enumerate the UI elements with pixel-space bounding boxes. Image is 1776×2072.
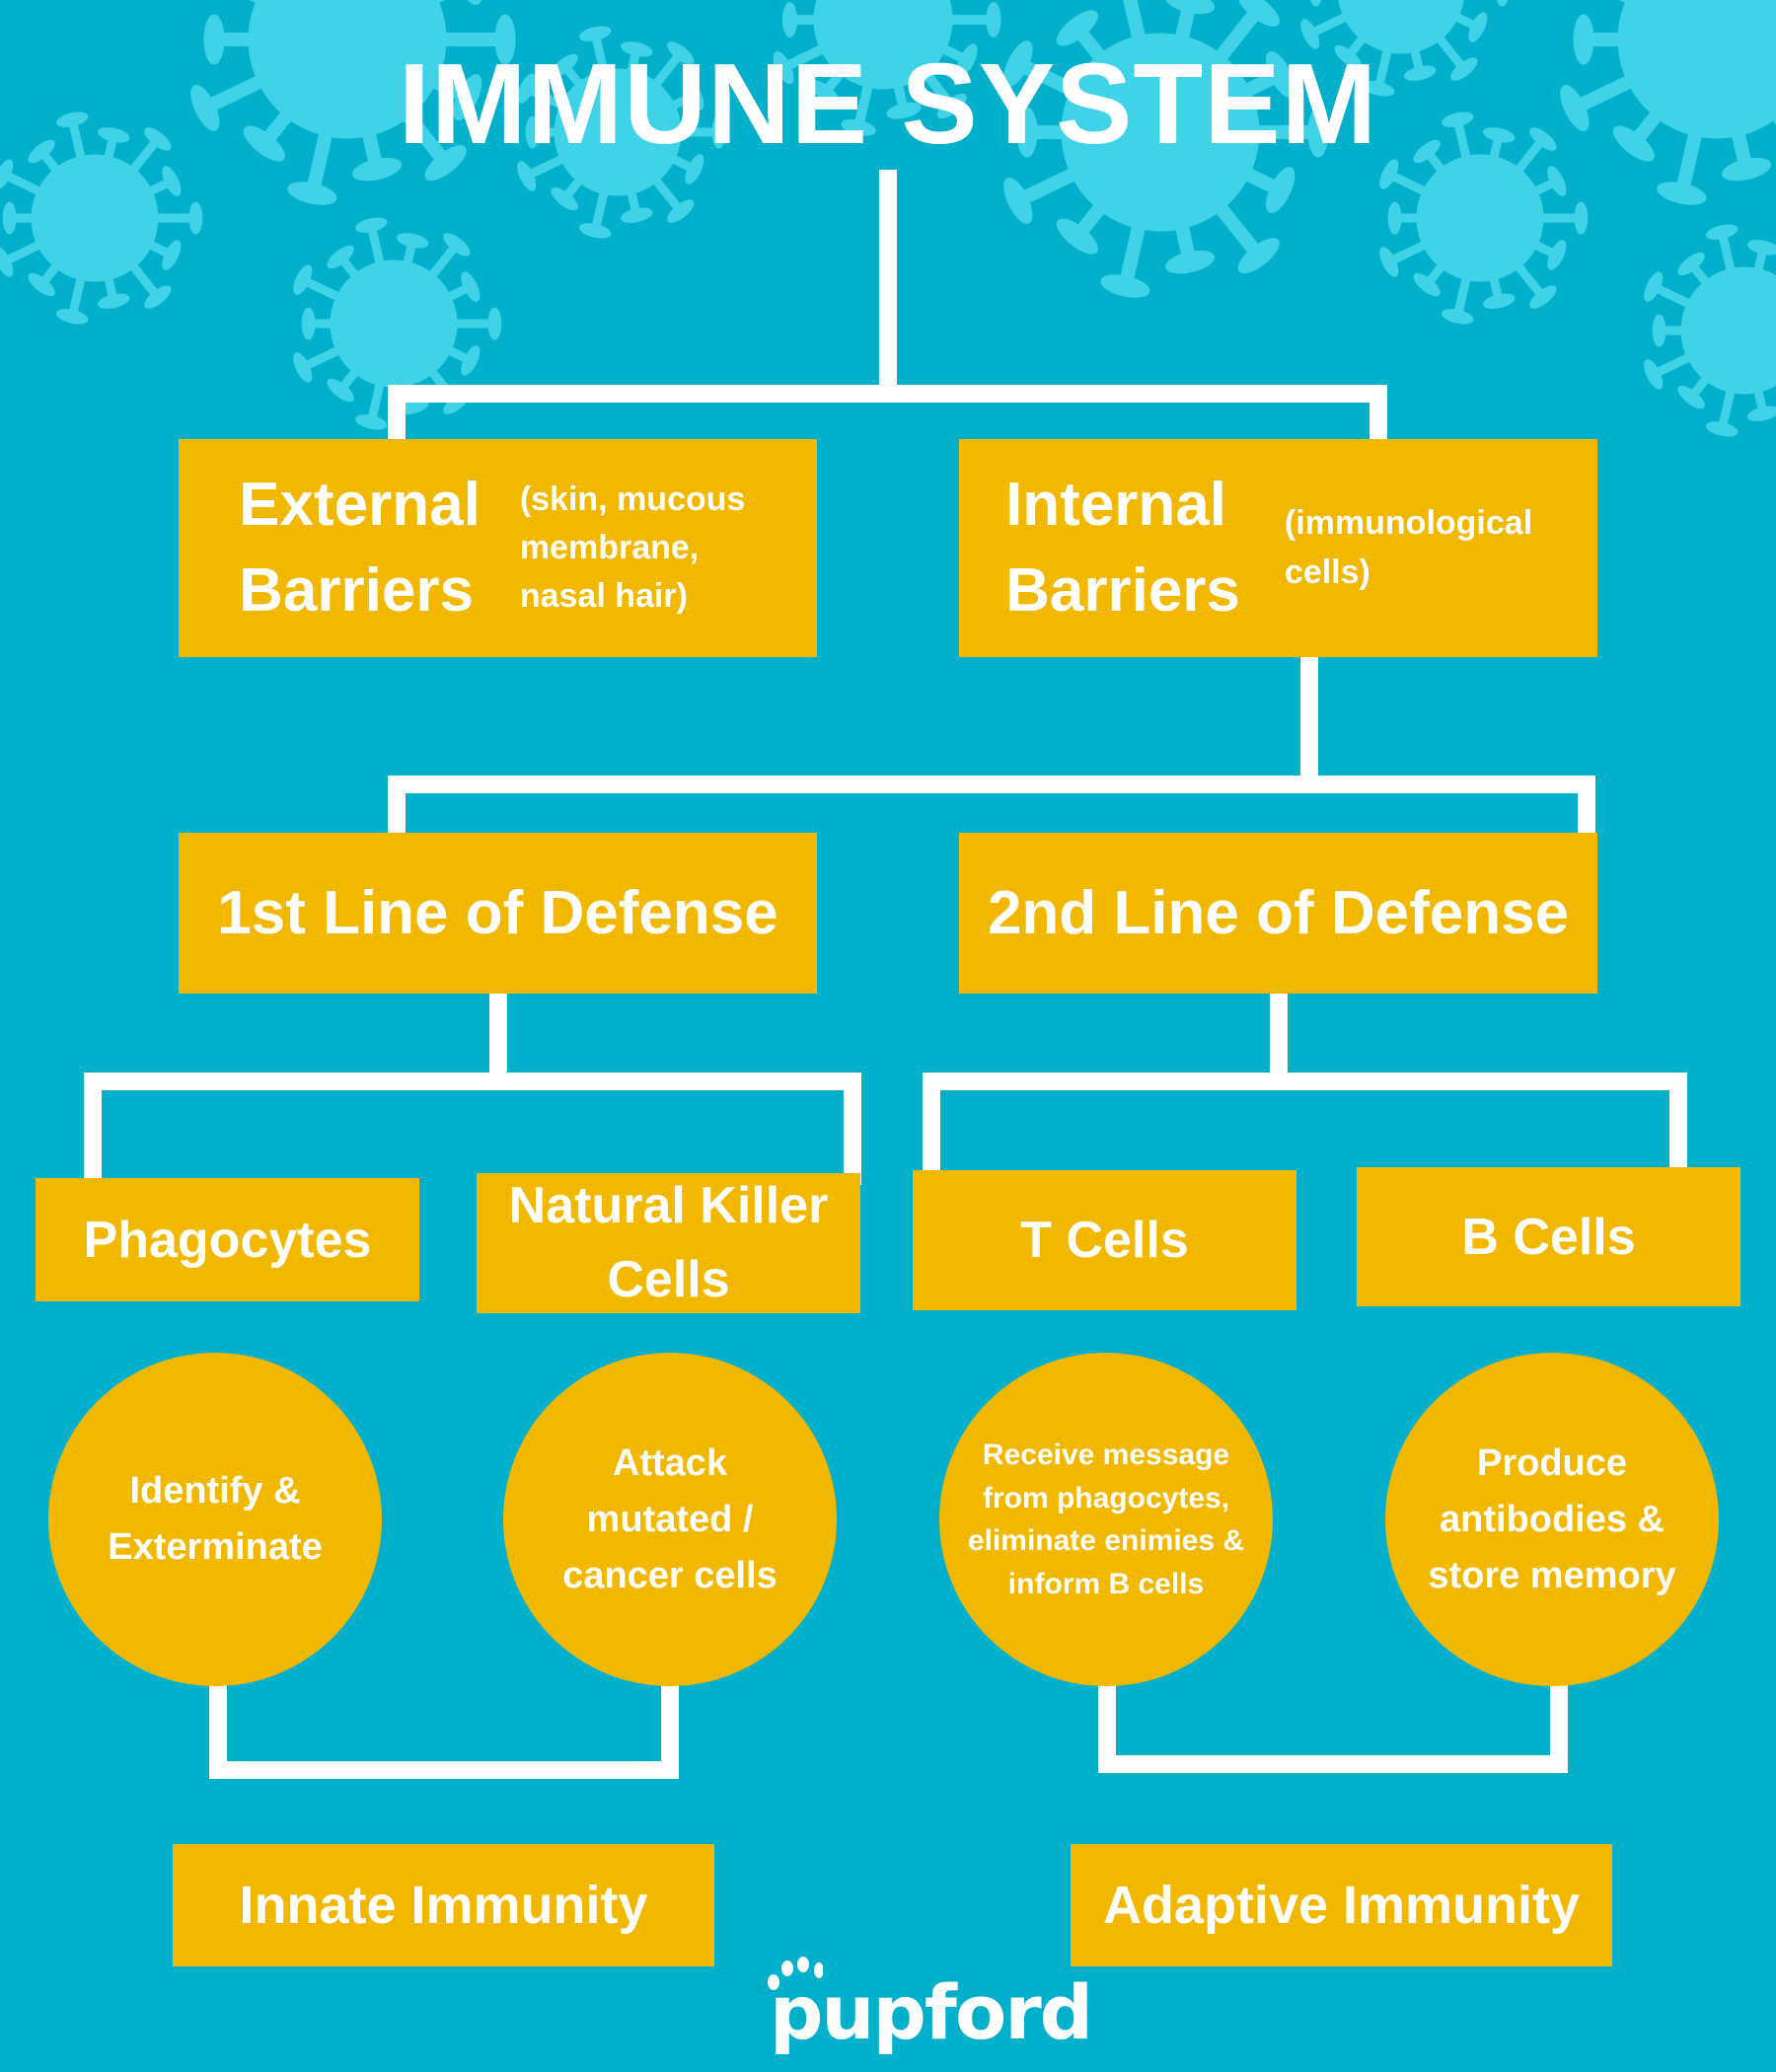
connector-first-line — [84, 985, 861, 1185]
pupford-logo: pupford — [768, 1957, 1093, 2056]
page-title: IMMUNE SYSTEM — [398, 39, 1378, 168]
t-cells-box: T Cells — [913, 1170, 1296, 1310]
phagocytes-box: Phagocytes — [36, 1178, 419, 1301]
virus-icon — [1003, 0, 1329, 298]
virus-icon — [0, 111, 203, 325]
phagocytes-role-circle: Identify & Exterminate — [48, 1353, 382, 1686]
connector-second-line — [923, 985, 1687, 1178]
paw-icon — [768, 1957, 823, 1990]
virus-icon — [1379, 111, 1589, 325]
second-line-of-defense: 2nd Line of Defense — [959, 833, 1597, 994]
virus-icon — [1300, 0, 1508, 97]
t-cells-role-circle: Receive message from phagocytes, elimina… — [939, 1353, 1273, 1686]
external-line1: External — [239, 470, 481, 539]
virus-icon — [773, 0, 1001, 136]
virus-icon — [190, 0, 516, 205]
connector-adaptive — [1098, 1675, 1568, 1773]
internal-line1: Internal — [1005, 470, 1227, 539]
connector-root — [388, 170, 1387, 448]
logo-text: pupford — [770, 1968, 1093, 2056]
adaptive-immunity-box: Adaptive Immunity — [1071, 1844, 1612, 1966]
internal-line2: Barriers — [1005, 555, 1240, 625]
b-cells-box: B Cells — [1357, 1167, 1740, 1306]
virus-icon — [1644, 224, 1776, 437]
virus-icon — [1560, 0, 1776, 205]
connector-internal — [388, 648, 1595, 842]
external-line2: Barriers — [239, 555, 474, 625]
connector-innate — [209, 1675, 679, 1779]
internal-barriers-note: (immunological cells) — [1284, 504, 1533, 591]
innate-immunity-box: Innate Immunity — [173, 1844, 714, 1966]
first-line-of-defense: 1st Line of Defense — [179, 833, 817, 994]
nk-cells-role-circle: Attack mutated / cancer cells — [503, 1353, 837, 1686]
natural-killer-cells-box: Natural Killer Cells — [477, 1173, 860, 1313]
virus-icon — [293, 217, 502, 430]
virus-icon — [517, 26, 726, 239]
external-barriers-note: (skin, mucous membrane, nasal hair) — [519, 480, 746, 616]
b-cells-role-circle: Produce antibodies & store memory — [1385, 1353, 1719, 1686]
